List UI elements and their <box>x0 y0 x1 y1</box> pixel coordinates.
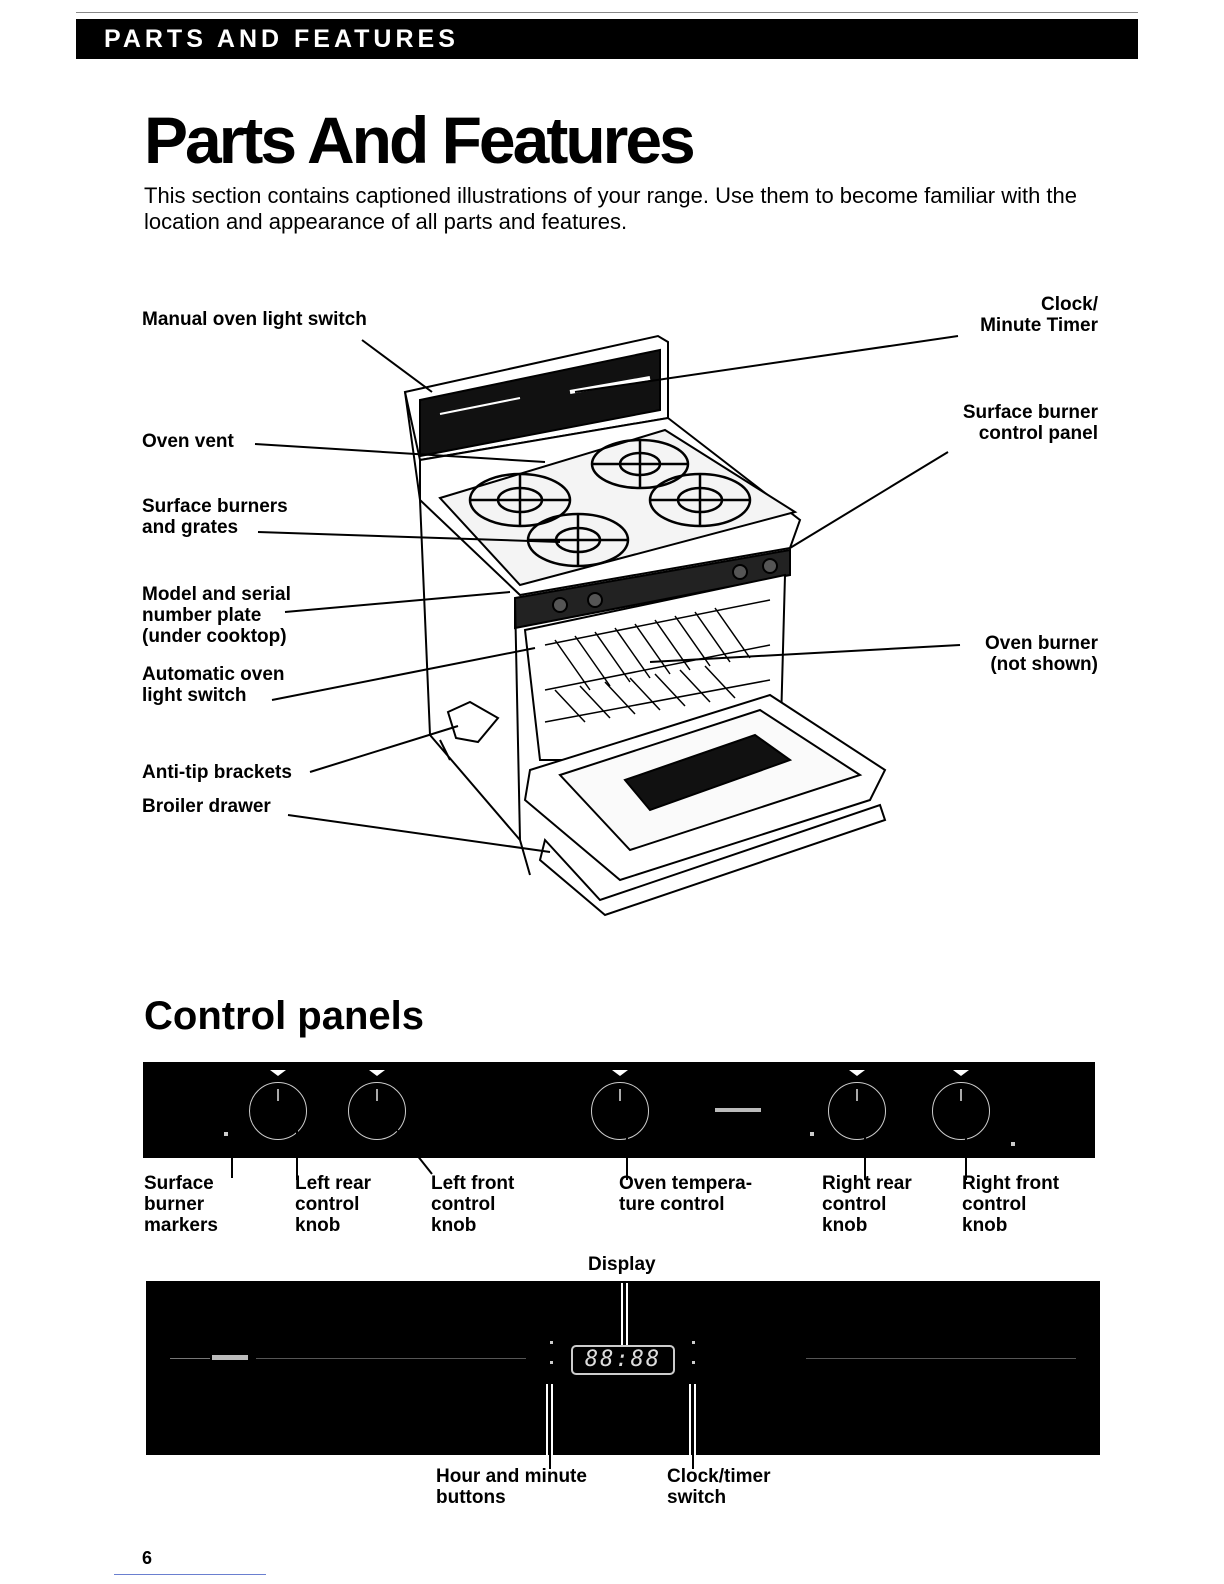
leader-line <box>549 1455 551 1469</box>
leader-line <box>864 1120 866 1180</box>
leader-line <box>231 1150 233 1178</box>
panel-dash <box>170 1358 210 1359</box>
label-anti-tip-brackets: Anti-tip brackets <box>142 762 292 783</box>
oven-temperature-knob[interactable] <box>591 1082 649 1140</box>
hour-button[interactable] <box>550 1341 553 1344</box>
label-surface-burner-markers: Surface burner markers <box>144 1173 218 1236</box>
leader-line <box>965 1120 967 1180</box>
control-panels-heading: Control panels <box>144 994 425 1038</box>
clock-timer-switch[interactable] <box>692 1341 695 1344</box>
label-clock-minute-timer: Clock/ Minute Timer <box>980 294 1098 336</box>
panel-dash <box>256 1358 526 1359</box>
label-surface-burners-grates: Surface burners and grates <box>142 496 288 538</box>
leader-line <box>296 1120 298 1180</box>
pointer-icon <box>953 1070 969 1076</box>
brand-badge <box>212 1355 248 1360</box>
left-rear-knob[interactable] <box>249 1082 307 1140</box>
leader-line <box>621 1283 623 1345</box>
label-automatic-oven-light-switch: Automatic oven light switch <box>142 664 285 706</box>
burner-marker <box>224 1132 228 1136</box>
leader-line <box>692 1455 694 1469</box>
clock-timer-switch-lower[interactable] <box>692 1361 695 1364</box>
label-left-front-knob: Left front control knob <box>431 1173 515 1236</box>
leader-line <box>546 1384 548 1458</box>
label-model-serial-plate: Model and serial number plate (under coo… <box>142 584 291 647</box>
header-rule <box>76 12 1138 13</box>
leader-line <box>626 1120 628 1180</box>
label-manual-oven-light-switch: Manual oven light switch <box>142 309 367 330</box>
pointer-icon <box>270 1070 286 1076</box>
label-surface-burner-control-panel: Surface burner control panel <box>962 402 1098 444</box>
left-front-knob[interactable] <box>348 1082 406 1140</box>
leader-line <box>385 1115 433 1175</box>
burner-marker <box>810 1132 814 1136</box>
pointer-icon <box>849 1070 865 1076</box>
label-display: Display <box>588 1254 656 1275</box>
panel-dash <box>806 1358 1076 1359</box>
page-title: Parts And Features <box>144 103 696 177</box>
pointer-icon <box>612 1070 628 1076</box>
footer-rule <box>114 1574 266 1575</box>
section-header: PARTS AND FEATURES <box>76 19 1138 59</box>
burner-marker <box>1011 1142 1015 1146</box>
surface-control-panel <box>143 1062 1095 1158</box>
leader-line <box>626 1283 628 1345</box>
intro-paragraph: This section contains captioned illustra… <box>144 183 1078 234</box>
right-front-knob[interactable] <box>932 1082 990 1140</box>
label-broiler-drawer: Broiler drawer <box>142 796 271 817</box>
page-number: 6 <box>142 1548 153 1568</box>
right-rear-knob[interactable] <box>828 1082 886 1140</box>
leader-line <box>551 1384 553 1458</box>
label-left-rear-knob: Left rear control knob <box>295 1173 372 1236</box>
minute-button[interactable] <box>550 1361 553 1364</box>
leader-line <box>689 1384 691 1458</box>
brand-badge <box>715 1108 761 1112</box>
pointer-icon <box>369 1070 385 1076</box>
clock-display: 88:88 <box>571 1345 675 1375</box>
leader-line <box>694 1384 696 1458</box>
label-oven-temperature-control: Oven tempera- ture control <box>619 1173 753 1215</box>
clock-control-panel <box>146 1281 1100 1455</box>
label-clock-timer-switch: Clock/timer switch <box>667 1466 771 1508</box>
label-hour-minute-buttons: Hour and minute buttons <box>436 1466 587 1508</box>
range-illustration <box>254 334 961 917</box>
label-right-rear-knob: Right rear control knob <box>822 1173 912 1236</box>
label-oven-vent: Oven vent <box>142 431 234 452</box>
label-oven-burner: Oven burner (not shown) <box>985 633 1098 675</box>
label-right-front-knob: Right front control knob <box>962 1173 1060 1236</box>
